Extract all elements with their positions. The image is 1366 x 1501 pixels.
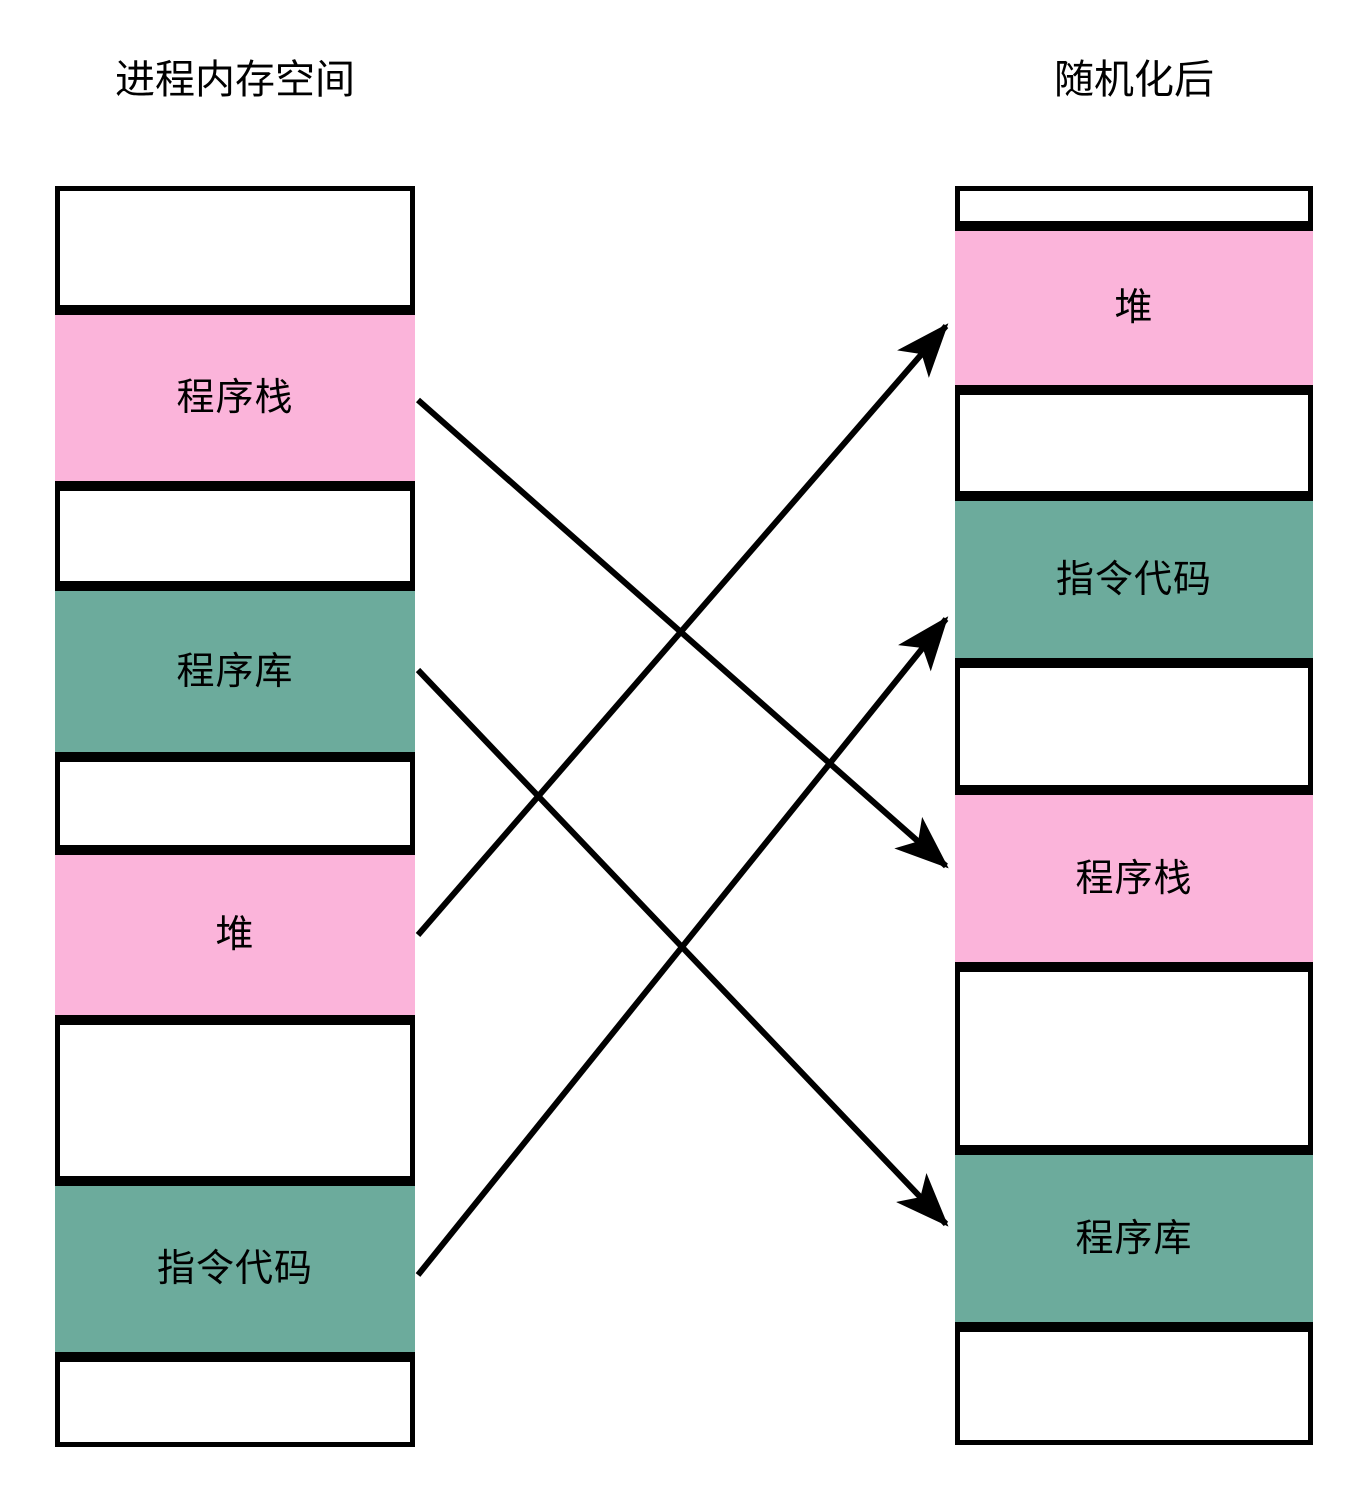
mapping-arrow	[415, 667, 949, 1227]
memory-gap-after	[955, 1327, 1313, 1445]
memory-segment-after: 堆	[955, 226, 1313, 390]
memory-segment-label: 堆	[215, 914, 255, 956]
right-column-title: 随机化后	[1054, 58, 1214, 102]
memory-segment-label: 程序栈	[1075, 857, 1193, 900]
memory-segment-after: 程序栈	[955, 790, 1313, 967]
memory-segment-after: 指令代码	[955, 496, 1313, 663]
memory-segment-before: 程序栈	[55, 310, 415, 486]
memory-segment-before: 程序库	[55, 586, 415, 757]
memory-segment-label: 指令代码	[1055, 558, 1212, 601]
mapping-arrow	[415, 616, 949, 1277]
memory-gap-before	[55, 1020, 415, 1181]
mapping-arrow	[416, 397, 949, 869]
memory-segment-label: 指令代码	[156, 1248, 313, 1290]
left-column-title: 进程内存空间	[115, 58, 355, 102]
memory-gap-before	[55, 1357, 415, 1447]
memory-segment-label: 程序库	[176, 650, 294, 693]
memory-gap-before	[55, 757, 415, 850]
memory-gap-after	[955, 186, 1313, 226]
memory-segment-before: 堆	[55, 850, 415, 1020]
memory-segment-label: 程序栈	[176, 377, 294, 419]
memory-gap-before	[55, 486, 415, 586]
memory-gap-after	[955, 663, 1313, 790]
memory-gap-after	[955, 390, 1313, 496]
memory-segment-after: 程序库	[955, 1150, 1313, 1327]
memory-segment-before: 指令代码	[55, 1181, 415, 1357]
memory-segment-label: 堆	[1114, 287, 1154, 329]
memory-gap-after	[955, 967, 1313, 1150]
mapping-arrow	[415, 323, 949, 937]
memory-segment-label: 程序库	[1075, 1217, 1193, 1260]
memory-gap-before	[55, 186, 415, 310]
